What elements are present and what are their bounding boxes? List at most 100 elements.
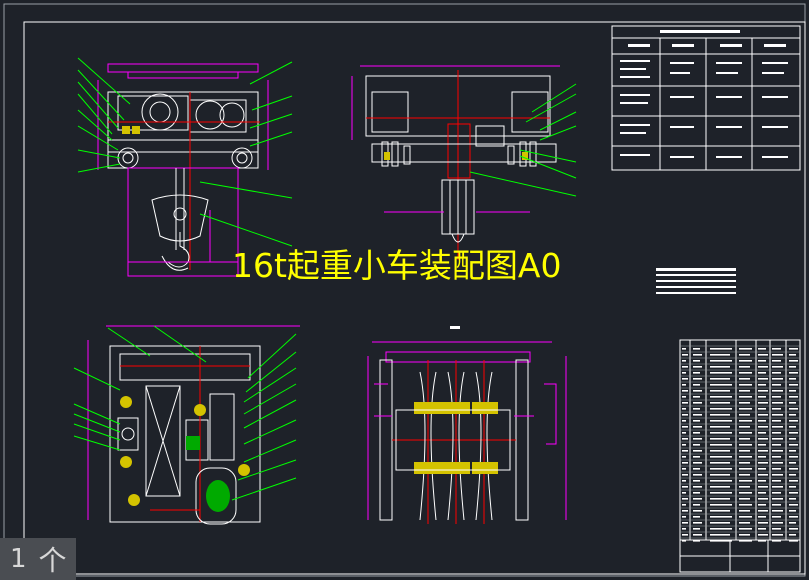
bom-cell-mark bbox=[772, 384, 781, 386]
page-up-arrow-icon[interactable]: 个 bbox=[38, 544, 67, 577]
bom-cell-mark bbox=[739, 534, 750, 536]
bom-cell-mark bbox=[758, 540, 766, 542]
bom-cell-mark bbox=[693, 480, 700, 482]
bom-cell-mark bbox=[739, 516, 752, 518]
bom-cell-mark bbox=[772, 504, 781, 506]
bom-cell-mark bbox=[739, 462, 750, 464]
bom-cell-mark bbox=[758, 486, 768, 488]
bom-cell-mark bbox=[710, 456, 732, 458]
bom-cell-mark bbox=[693, 474, 702, 476]
bom-cell-mark bbox=[772, 522, 783, 524]
bom-cell-mark bbox=[710, 426, 730, 428]
bom-cell-mark bbox=[772, 378, 783, 380]
bom-cell-mark bbox=[682, 480, 686, 482]
bom-cell-mark bbox=[710, 390, 730, 392]
bom-cell-mark bbox=[682, 432, 686, 434]
bom-cell-mark bbox=[739, 492, 752, 494]
bom-cell-mark bbox=[772, 360, 781, 362]
bom-cell-mark bbox=[789, 438, 796, 440]
bom-cell-mark bbox=[739, 480, 752, 482]
page-counter-button[interactable]: 1 个 bbox=[0, 538, 76, 580]
bom-cell-mark bbox=[739, 360, 752, 362]
bom-cell-mark bbox=[693, 402, 702, 404]
bom-cell-mark bbox=[758, 396, 766, 398]
bom-cell-mark bbox=[772, 426, 783, 428]
bom-cell-mark bbox=[789, 384, 798, 386]
bom-cell-mark bbox=[710, 474, 730, 476]
bom-cell-mark bbox=[758, 510, 768, 512]
bom-cell-mark bbox=[682, 408, 686, 410]
bom-cell-mark bbox=[693, 540, 700, 542]
bom-cell-mark bbox=[739, 354, 750, 356]
bom-cell-mark bbox=[758, 504, 766, 506]
bom-cell-mark bbox=[758, 522, 768, 524]
bom-cell-mark bbox=[739, 396, 752, 398]
bom-cell-mark bbox=[693, 378, 702, 380]
bom-cell-mark bbox=[789, 390, 796, 392]
bom-cell-mark bbox=[758, 354, 768, 356]
bom-cell-mark bbox=[710, 438, 730, 440]
bom-cell-mark bbox=[739, 390, 750, 392]
bom-cell-mark bbox=[682, 402, 688, 404]
bom-cell-mark bbox=[789, 396, 798, 398]
bom-cell-mark bbox=[772, 348, 781, 350]
bom-cell-mark bbox=[789, 426, 796, 428]
bom-cell-mark bbox=[682, 426, 688, 428]
bom-cell-mark bbox=[682, 366, 688, 368]
bom-cell-mark bbox=[772, 456, 781, 458]
bom-cell-mark bbox=[789, 504, 798, 506]
bom-cell-mark bbox=[710, 402, 730, 404]
bom-cell-mark bbox=[758, 384, 766, 386]
bom-cell-mark bbox=[789, 450, 796, 452]
bom-cell-mark bbox=[789, 468, 798, 470]
bom-cell-mark bbox=[693, 534, 702, 536]
bom-cell-mark bbox=[693, 384, 700, 386]
bom-cell-mark bbox=[682, 486, 688, 488]
bom-cell-mark bbox=[758, 456, 766, 458]
bom-cell-mark bbox=[789, 516, 798, 518]
bom-cell-mark bbox=[789, 492, 798, 494]
bom-cell-mark bbox=[758, 420, 766, 422]
bom-cell-mark bbox=[693, 444, 700, 446]
bom-cell-mark bbox=[682, 528, 686, 530]
bom-cell-mark bbox=[693, 390, 702, 392]
bom-cell-mark bbox=[710, 348, 732, 350]
bom-cell-mark bbox=[739, 486, 750, 488]
bom-cell-mark bbox=[758, 480, 766, 482]
bom-cell-mark bbox=[789, 378, 796, 380]
bom-cell-mark bbox=[772, 480, 781, 482]
bom-cell-mark bbox=[789, 420, 798, 422]
bom-cell-mark bbox=[682, 474, 688, 476]
bom-cell-mark bbox=[758, 432, 766, 434]
bom-cell-mark bbox=[693, 468, 700, 470]
bom-cell-mark bbox=[693, 420, 700, 422]
bom-cell-mark bbox=[772, 474, 783, 476]
bom-cell-mark bbox=[758, 534, 768, 536]
bom-cell-mark bbox=[739, 468, 752, 470]
bom-cell-mark bbox=[758, 402, 768, 404]
bom-cell-mark bbox=[710, 492, 732, 494]
technical-notes bbox=[656, 268, 736, 294]
bom-cell-mark bbox=[739, 414, 750, 416]
page-number: 1 bbox=[10, 544, 27, 574]
bom-cell-mark bbox=[693, 360, 700, 362]
bom-cell-mark bbox=[682, 378, 688, 380]
bom-cell-mark bbox=[710, 450, 730, 452]
bom-cell-mark bbox=[682, 354, 688, 356]
bom-cell-mark bbox=[739, 402, 750, 404]
bom-cell-mark bbox=[710, 414, 730, 416]
bom-cell-mark bbox=[710, 444, 732, 446]
bom-cell-mark bbox=[789, 348, 798, 350]
bom-cell-mark bbox=[682, 522, 688, 524]
bom-cell-mark bbox=[758, 528, 766, 530]
bom-cell-mark bbox=[682, 534, 688, 536]
bom-cell-mark bbox=[710, 384, 732, 386]
bom-cell-mark bbox=[710, 366, 730, 368]
bom-cell-mark bbox=[789, 444, 798, 446]
bom-cell-mark bbox=[789, 372, 798, 374]
bom-cell-mark bbox=[693, 462, 702, 464]
bom-cell-mark bbox=[758, 462, 768, 464]
specification-table bbox=[611, 25, 801, 171]
bom-cell-mark bbox=[693, 510, 702, 512]
